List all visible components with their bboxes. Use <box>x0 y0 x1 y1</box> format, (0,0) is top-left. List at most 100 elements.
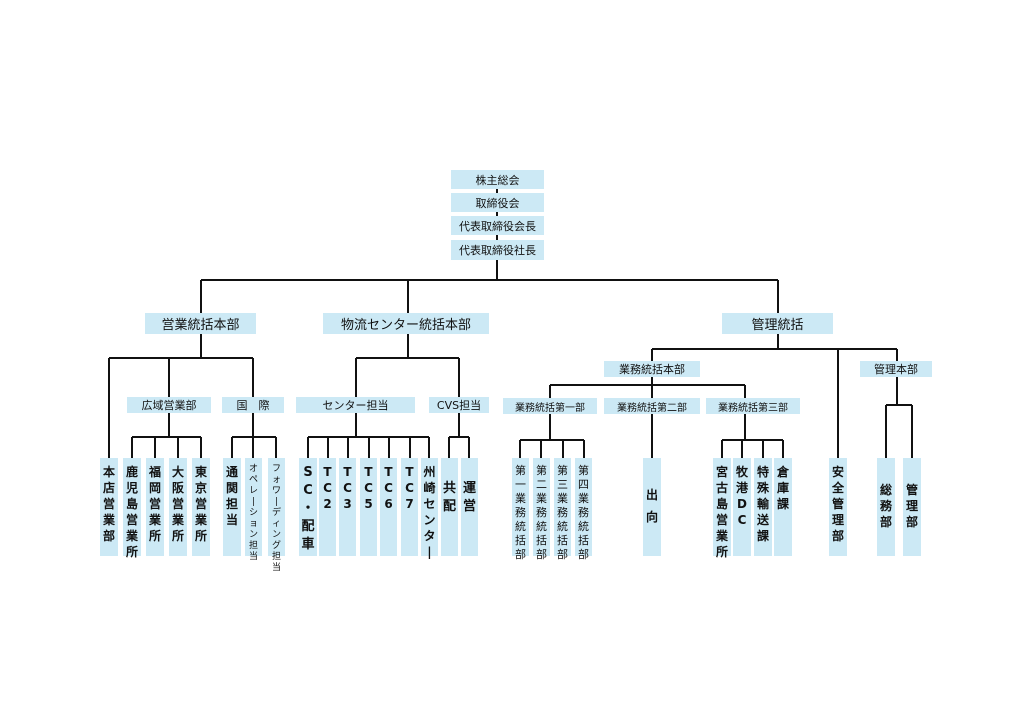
vertical-char: 営 <box>462 499 476 514</box>
vertical-char: 括 <box>536 534 547 547</box>
vertical-char: 部 <box>879 515 892 529</box>
vertical-char: 庫 <box>776 481 789 495</box>
vertical-char: 第 <box>536 464 547 477</box>
vertical-char: 5 <box>364 497 373 511</box>
leaf-dai3: 第三業務統括部第三業務統括部 <box>554 458 571 561</box>
vertical-char: 務 <box>557 506 568 519</box>
vertical-char: 理 <box>905 499 918 513</box>
vertical-char: 出 <box>645 488 658 502</box>
vertical-char: 通 <box>225 465 238 479</box>
vertical-char: 二 <box>536 478 547 491</box>
vertical-char: 営 <box>715 513 728 527</box>
vertical-char: 統 <box>536 520 547 533</box>
vertical-char: 務 <box>879 499 892 513</box>
leaf-miyakojima: 宮古島営業所宮古島営業所 <box>713 458 731 559</box>
vertical-char: 運 <box>462 481 476 496</box>
vertical-char: 全 <box>831 481 844 495</box>
vertical-char: 務 <box>536 506 547 519</box>
vertical-char: 括 <box>557 534 568 547</box>
vertical-char: 業 <box>578 492 589 505</box>
vertical-char: 安 <box>831 465 844 479</box>
vertical-char: タ <box>423 529 436 543</box>
vertical-char: 児 <box>125 481 138 495</box>
leaf-tsukan: 通関担当通関担当 <box>223 458 241 556</box>
vertical-char: 送 <box>756 513 769 527</box>
leaf-tc5: TC5TC5 <box>360 458 377 556</box>
box-business-dept-3: 業務統括第三部 <box>706 398 800 414</box>
vertical-char: 配 <box>301 519 315 534</box>
leaf-tc3: TC3TC3 <box>339 458 356 556</box>
vertical-char: C <box>364 481 373 495</box>
vertical-char: 務 <box>578 506 589 519</box>
vertical-char: 第 <box>515 464 526 477</box>
vertical-char: 所 <box>715 545 728 559</box>
vertical-char: 四 <box>578 478 589 491</box>
vertical-char: 理 <box>831 513 844 527</box>
vertical-char: 業 <box>148 513 161 527</box>
leaf-tc6: TC6TC6 <box>380 458 397 556</box>
vertical-char: 東 <box>194 465 207 479</box>
box-regional-sales: 広域営業部 <box>127 397 211 413</box>
vertical-char: 担 <box>225 497 238 511</box>
leaf-somu: 総務部総務部 <box>877 458 895 556</box>
vertical-char: S <box>303 465 313 480</box>
vertical-char: 管 <box>905 483 918 497</box>
vertical-char: 営 <box>148 497 161 511</box>
vertical-char: 総 <box>879 483 892 497</box>
vertical-char: セ <box>423 497 436 511</box>
vertical-char: 部 <box>831 529 844 543</box>
leaf-tokushu: 特殊輸送課特殊輸送課 <box>754 458 772 556</box>
vertical-char: 営 <box>194 497 207 511</box>
vertical-char: オ <box>248 464 258 474</box>
vertical-char: | <box>427 545 432 559</box>
leaf-unei: 運営運営 <box>461 458 478 556</box>
vertical-char: 三 <box>557 478 568 491</box>
vertical-char: 古 <box>715 481 728 495</box>
vertical-char: 車 <box>301 537 315 552</box>
leaf-shukko: 出向出向 <box>643 458 661 556</box>
vertical-char: 岡 <box>148 481 161 495</box>
vertical-char: 部 <box>102 529 115 543</box>
leaf-dai4: 第四業務統括部第四業務統括部 <box>575 458 592 561</box>
box-business-dept-1: 業務統括第一部 <box>503 398 597 414</box>
vertical-char: 統 <box>515 520 526 533</box>
vertical-char: 大 <box>171 465 184 479</box>
vertical-char: 課 <box>756 529 769 543</box>
leaf-makiminato-dc: 牧港DC牧港DC <box>733 458 751 556</box>
vertical-char: 営 <box>171 497 184 511</box>
leaf-safety: 安全管理部安全管理部 <box>829 458 847 556</box>
vertical-char: 倉 <box>776 465 789 479</box>
vertical-char: 殊 <box>756 481 769 495</box>
leaf-tc2: TC2TC2 <box>319 458 336 556</box>
vertical-char: シ <box>248 508 258 518</box>
vertical-char: フ <box>271 464 281 474</box>
vertical-char: | <box>251 497 256 507</box>
vertical-char: 一 <box>515 478 526 491</box>
leaf-kyohai: 共配共配 <box>441 458 458 556</box>
vertical-char: 業 <box>536 492 547 505</box>
vertical-char: 第 <box>557 464 568 477</box>
vertical-char: 業 <box>557 492 568 505</box>
vertical-char: 営 <box>102 497 115 511</box>
vertical-char: C <box>384 481 393 495</box>
vertical-char: D <box>737 497 747 511</box>
vertical-char: 統 <box>557 520 568 533</box>
vertical-char: T <box>323 465 332 479</box>
vertical-char: 共 <box>442 481 456 496</box>
vertical-char: 所 <box>171 529 184 543</box>
vertical-char: 統 <box>578 520 589 533</box>
vertical-char: 営 <box>125 513 138 527</box>
vertical-char: 港 <box>735 481 748 495</box>
vertical-char: 課 <box>776 497 789 511</box>
vertical-char: ィ <box>271 519 281 529</box>
vertical-char: レ <box>248 486 258 496</box>
leaf-honten: 本店営業部本店営業部 <box>100 458 118 556</box>
vertical-char: 括 <box>578 534 589 547</box>
vertical-char: 店 <box>102 481 115 495</box>
leaf-kanri: 管理部管理部 <box>903 458 921 556</box>
vertical-char: 島 <box>715 497 728 511</box>
vertical-char: 業 <box>125 529 138 543</box>
vertical-char: 特 <box>756 465 769 479</box>
